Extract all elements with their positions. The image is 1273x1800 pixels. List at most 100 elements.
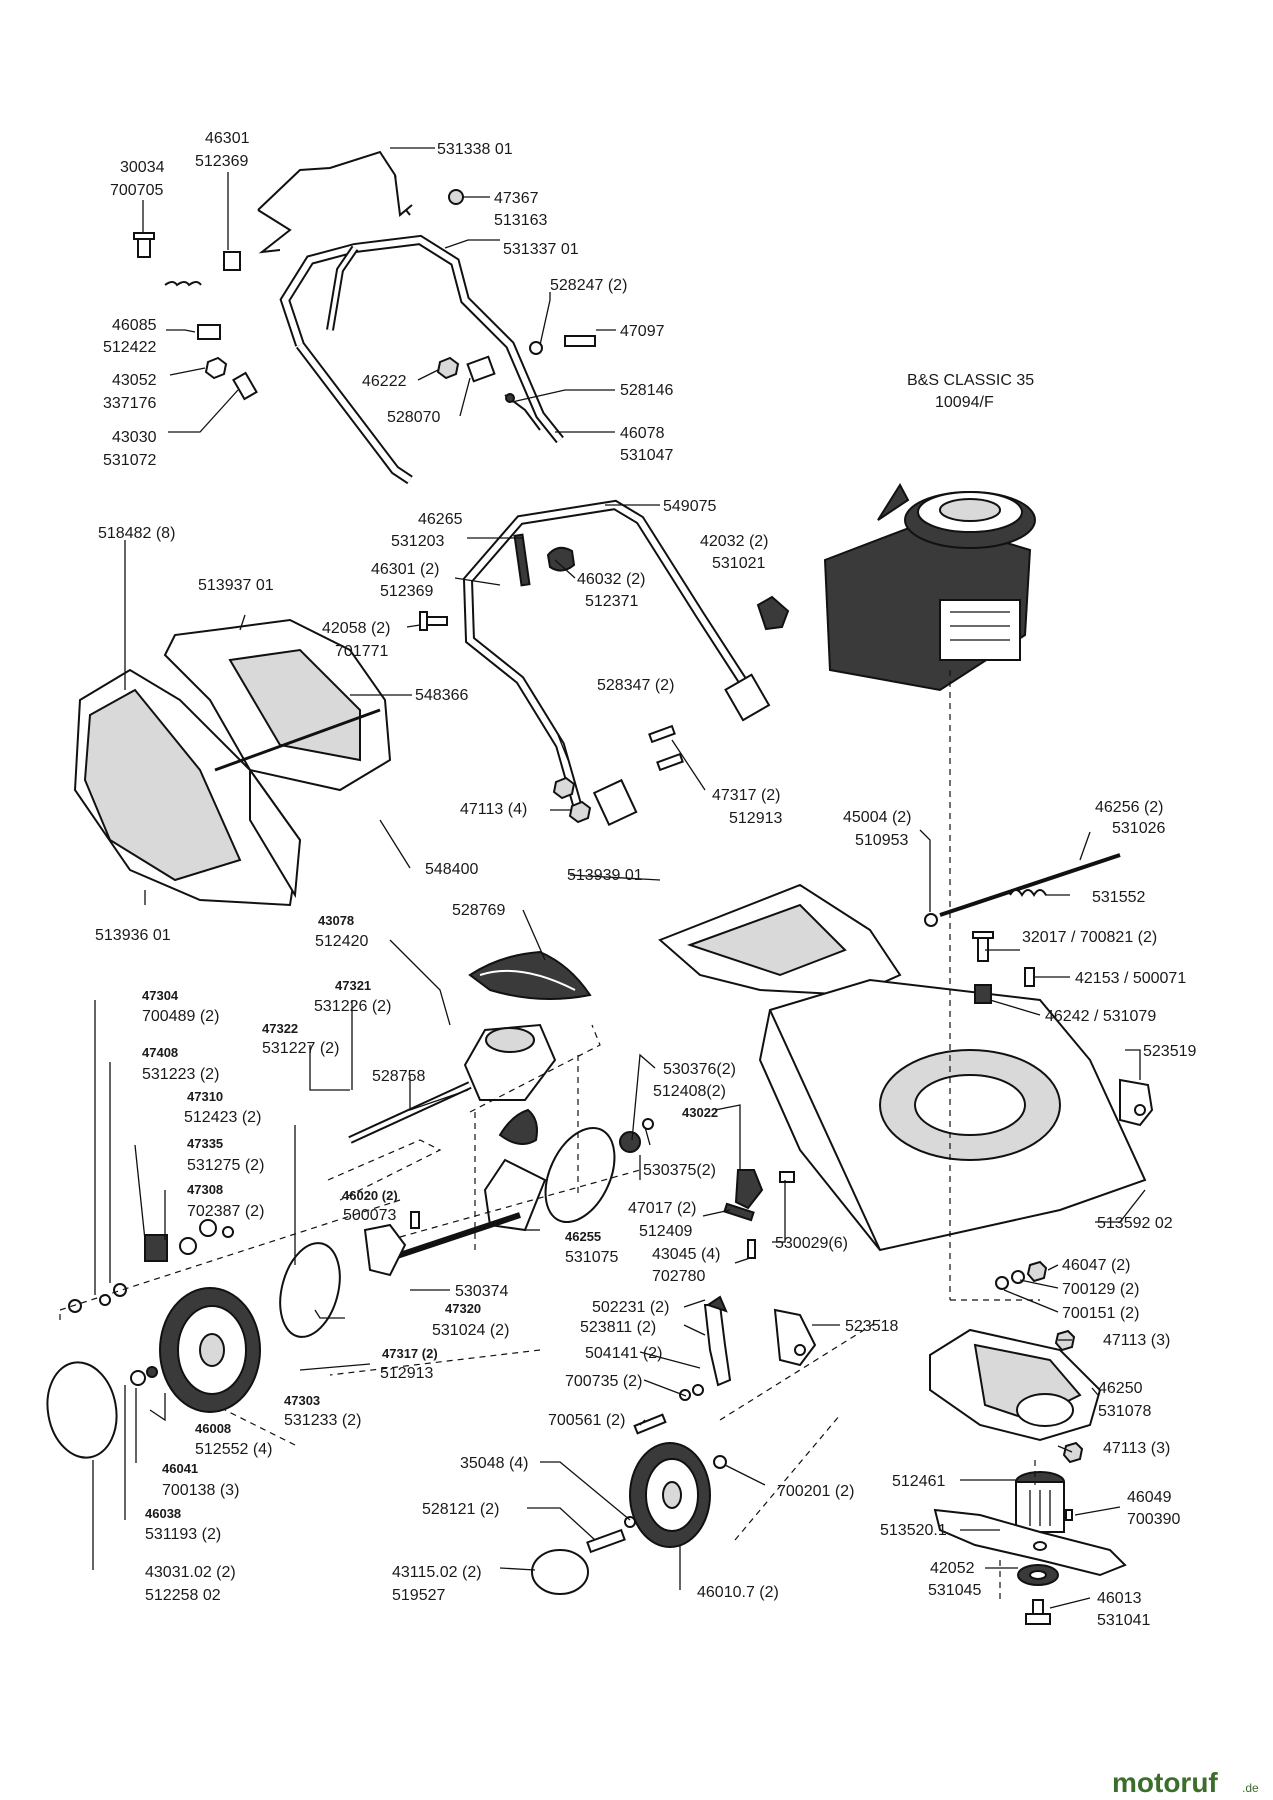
bolt-700561	[633, 1413, 667, 1435]
bracket-531075	[483, 1158, 547, 1232]
label-528146: 528146	[620, 382, 673, 399]
label-700735: 700735 (2)	[565, 1373, 642, 1390]
label-548366: 548366	[415, 687, 468, 704]
label-46038: 46038	[145, 1506, 181, 1521]
engine-block	[823, 483, 1036, 692]
label-512258: 512258 02	[145, 1587, 221, 1604]
bracket-523519	[1119, 1078, 1154, 1127]
label-43030: 43030	[112, 429, 157, 446]
label-702387: 702387 (2)	[187, 1203, 264, 1220]
label-47321: 47321	[335, 978, 371, 993]
label-531072: 531072	[103, 452, 156, 469]
label-531041: 531041	[1097, 1612, 1150, 1629]
label-42032: 42032 (2)	[700, 533, 769, 550]
label-500073: 500073	[343, 1207, 396, 1224]
label-42153: 42153 / 500071	[1075, 970, 1186, 987]
label-700138: 700138 (3)	[162, 1482, 239, 1499]
rear-hubcap	[46, 1361, 118, 1459]
small-parts-left	[68, 1219, 234, 1313]
label-512422: 512422	[103, 339, 156, 356]
hub-528758	[363, 1223, 407, 1277]
label-530374: 530374	[455, 1283, 508, 1300]
label-43115: 43115.02 (2)	[392, 1564, 482, 1581]
label-531337: 531337 01	[503, 241, 579, 258]
label-513520: 513520.1	[880, 1522, 947, 1539]
knob-42032	[756, 595, 790, 631]
label-47113a: 47113 (4)	[460, 801, 527, 818]
label-30034: 30034	[120, 159, 165, 176]
label-701771: 701771	[335, 643, 388, 660]
label-46041: 46041	[162, 1461, 198, 1476]
label-519527: 519527	[392, 1587, 445, 1604]
label-47304: 47304	[142, 988, 179, 1003]
label-531275: 531275 (2)	[187, 1157, 264, 1174]
label-700390: 700390	[1127, 1511, 1180, 1528]
blade-adapter-46250	[929, 1328, 1102, 1442]
label-46085: 46085	[112, 317, 157, 334]
clip-47017	[723, 1202, 755, 1222]
label-46049: 46049	[1127, 1489, 1172, 1506]
label-46222: 46222	[362, 373, 407, 390]
bolt-43045	[747, 1239, 756, 1259]
clip-530029	[779, 1171, 795, 1183]
rear-axle-rod	[939, 853, 1121, 917]
rear-flap	[658, 883, 902, 997]
label-531045: 531045	[928, 1582, 981, 1599]
washers-front	[679, 1384, 727, 1469]
pin-43030	[232, 371, 258, 401]
label-43031: 43031.02 (2)	[145, 1564, 236, 1581]
lower-handle-frame	[279, 234, 564, 485]
label-531552: 531552	[1092, 889, 1145, 906]
label-512409: 512409	[639, 1223, 692, 1240]
label-531227: 531227 (2)	[262, 1040, 339, 1057]
label-528758: 528758	[372, 1068, 425, 1085]
clip-46301	[223, 251, 241, 271]
gear-530376	[619, 1118, 654, 1153]
nuts-46047	[995, 1260, 1048, 1290]
label-528247: 528247 (2)	[550, 277, 627, 294]
label-47320: 47320	[445, 1301, 481, 1316]
label-502231: 502231 (2)	[592, 1299, 669, 1316]
label-46265: 46265	[418, 511, 463, 528]
label-47303: 47303	[284, 1393, 320, 1408]
label-531026: 531026	[1112, 820, 1165, 837]
front-axle-bolt	[586, 1516, 636, 1554]
watermark-text: motoruf	[1112, 1767, 1218, 1798]
bracket-43022	[734, 1169, 764, 1210]
label-47317a: 47317 (2)	[712, 787, 781, 804]
watermark-suffix: .de	[1242, 1781, 1259, 1795]
label-46008: 46008	[195, 1421, 231, 1436]
label-32017: 32017 / 700821 (2)	[1022, 929, 1157, 946]
label-530375: 530375(2)	[643, 1162, 716, 1179]
label-531223: 531223 (2)	[142, 1066, 219, 1083]
label-43045: 43045 (4)	[652, 1246, 721, 1263]
watermark-logo: motoruf .de	[1112, 1767, 1259, 1798]
bolt-42153	[1024, 967, 1035, 987]
label-47317b: 47317 (2)	[382, 1346, 438, 1361]
label-523518: 523518	[845, 1318, 898, 1335]
label-512423: 512423 (2)	[184, 1109, 261, 1126]
label-531203: 531203	[391, 533, 444, 550]
bolt-46013	[1025, 1599, 1051, 1625]
label-531233: 531233 (2)	[284, 1412, 361, 1429]
lever-46265	[513, 533, 531, 587]
label-42052: 42052	[930, 1560, 975, 1577]
front-hubcap	[531, 1549, 589, 1595]
label-700129: 700129 (2)	[1062, 1281, 1139, 1298]
rear-washers	[130, 1366, 158, 1386]
label-512369: 512369	[195, 153, 248, 170]
pin-46049	[1065, 1509, 1073, 1521]
front-height-lever	[703, 1295, 732, 1387]
label-512913a: 512913	[729, 810, 782, 827]
label-46242: 46242 / 531079	[1045, 1008, 1156, 1025]
leader-lines	[92, 147, 1146, 1609]
label-523519: 523519	[1143, 1043, 1196, 1060]
mower-deck	[758, 978, 1147, 1252]
label-46301: 46301	[205, 130, 250, 147]
pin-46020	[410, 1211, 420, 1229]
gearbox	[463, 1023, 557, 1101]
label-513937: 513937 01	[198, 577, 274, 594]
label-700705: 700705	[110, 182, 163, 199]
disk-530375	[544, 1126, 616, 1224]
rear-wheel	[159, 1287, 261, 1413]
